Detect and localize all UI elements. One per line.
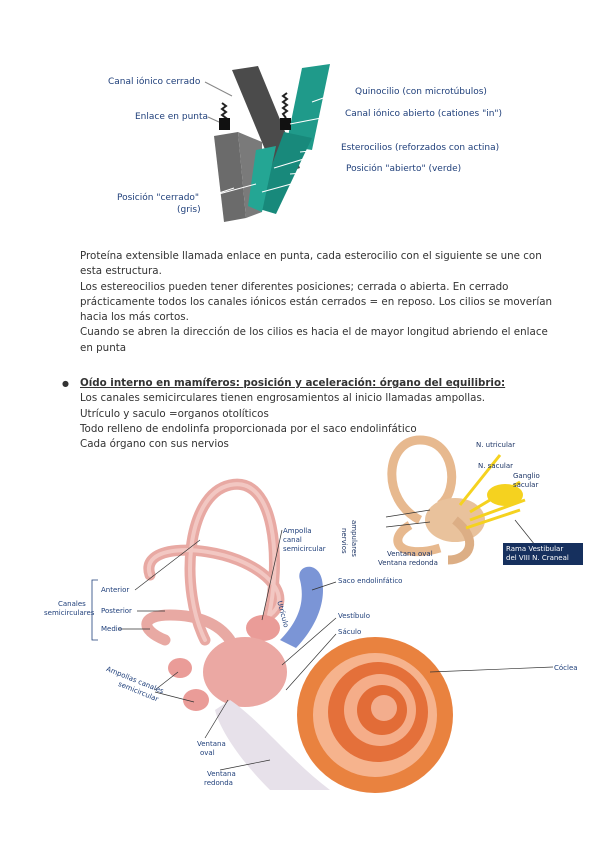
paragraph-line: Proteína extensible llamada enlace en pu… <box>80 250 542 278</box>
open-stereocilium-tall <box>286 64 330 150</box>
closed-channel-block <box>219 118 230 130</box>
label-posterior: Posterior <box>101 607 132 615</box>
label-ampolla-semicircular: semicircular <box>283 545 326 553</box>
label-n-sacular: N. sacular <box>478 462 514 470</box>
vestibular-branch-box: Rama Vestibular del VIII N. Craneal <box>503 543 583 565</box>
bullet-icon: ● <box>62 379 69 388</box>
open-stereocilium-mid <box>256 132 312 214</box>
label-saco-endolinfatico: Saco endolinfático <box>338 577 403 585</box>
label-ganglio-sacular: sacular <box>513 481 539 489</box>
label-ampolla: Ampolla <box>283 527 312 535</box>
paragraph-line: Cuando se abren la dirección de los cili… <box>80 326 548 354</box>
open-channel-block <box>280 118 291 130</box>
cochlea-shape <box>297 637 453 793</box>
section-inner-ear: ● Oído interno en mamíferos: posición y … <box>62 376 560 452</box>
label-open-position: Posición "abierto" (verde) <box>346 164 462 174</box>
posterior-canal <box>143 544 285 621</box>
label-medio: Medio <box>101 625 123 633</box>
label-saculo: Sáculo <box>338 628 362 636</box>
vestibule-shape <box>203 637 287 707</box>
label-tip-link: Enlace en punta <box>135 112 209 122</box>
label-closed-position: Posición "cerrado" <box>117 193 200 203</box>
stereocilia-diagram <box>203 64 343 222</box>
label-small-ventana-redonda: Ventana redonda <box>378 559 438 567</box>
label-canales-semicirculares: semicirculares <box>44 609 95 617</box>
label-open-channel: Canal iónico abierto (cationes "in") <box>345 109 503 119</box>
tip-link-open <box>281 92 289 119</box>
label-ventana-oval: Ventana <box>197 740 226 748</box>
label-ventana-redonda-2: redonda <box>204 779 233 787</box>
label-vestibulo: Vestíbulo <box>338 612 370 620</box>
open-stereocilium-short <box>248 146 276 212</box>
closed-stereocilium-front <box>214 132 246 222</box>
label-anterior: Anterior <box>101 586 130 594</box>
section-line: Todo relleno de endolinfa proporcionada … <box>80 422 417 435</box>
label-canales: Canales <box>58 600 86 608</box>
label-ampolla-canal: canal <box>283 536 302 544</box>
label-ganglio: Ganglio <box>513 472 540 480</box>
label-kinocilium: Quinocilio (con microtúbulos) <box>355 87 487 97</box>
vestibular-branch-line: Rama Vestibular <box>506 545 564 553</box>
label-coclea: Cóclea <box>554 664 578 672</box>
section-title: Oído interno en mamíferos: posición y ac… <box>80 377 506 389</box>
label-closed-position-gris: (gris) <box>177 205 201 215</box>
section-line: Utrículo y saculo =organos otolíticos <box>80 407 269 420</box>
label-ventana-redonda: Ventana <box>207 770 236 778</box>
lateral-canal <box>141 609 236 646</box>
paragraph-line: Los estereocilios pueden tener diferente… <box>80 280 553 324</box>
label-small-ventana-oval: Ventana oval <box>387 550 433 558</box>
vestibular-branch-line: del VIII N. Craneal <box>506 554 569 562</box>
label-closed-channel: Canal iónico cerrado <box>108 77 201 87</box>
label-n-utricular: N. utricular <box>476 441 516 449</box>
section-line: Cada órgano con sus nervios <box>80 438 229 451</box>
section-line: Los canales semicirculares tienen engros… <box>80 392 486 405</box>
label-stereocilia: Esterocilios (reforzados con actina) <box>341 143 500 153</box>
paragraph-stereocilia: Proteína extensible llamada enlace en pu… <box>80 249 560 356</box>
endolymphatic-sac-shape <box>280 566 323 648</box>
label-ventana-oval-2: oval <box>200 749 215 757</box>
